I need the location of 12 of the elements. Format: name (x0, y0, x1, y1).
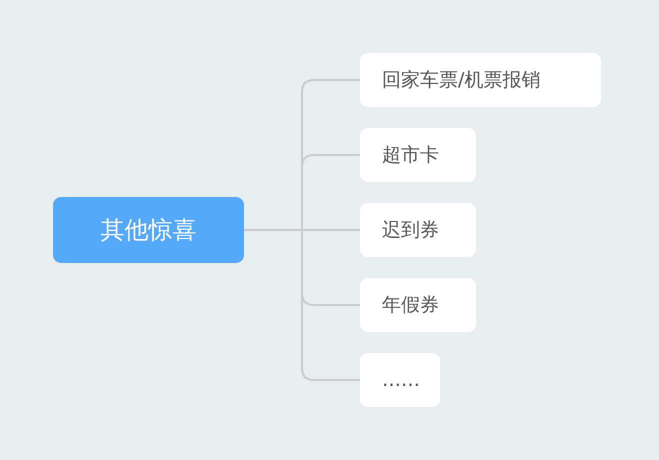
branch-box (360, 53, 601, 107)
branch-box (360, 128, 476, 182)
branch-box (360, 278, 476, 332)
node-text: …… (382, 369, 420, 391)
node-text: 回家车票/机票报销 (382, 68, 540, 93)
node-text: 超市卡 (382, 143, 439, 168)
branch-box (360, 203, 476, 257)
topic-box (53, 197, 244, 263)
node-text: 迟到券 (382, 218, 439, 243)
node-text: 年假券 (382, 293, 439, 318)
branch-box (360, 353, 440, 407)
node-text: 其他惊喜 (100, 215, 196, 246)
